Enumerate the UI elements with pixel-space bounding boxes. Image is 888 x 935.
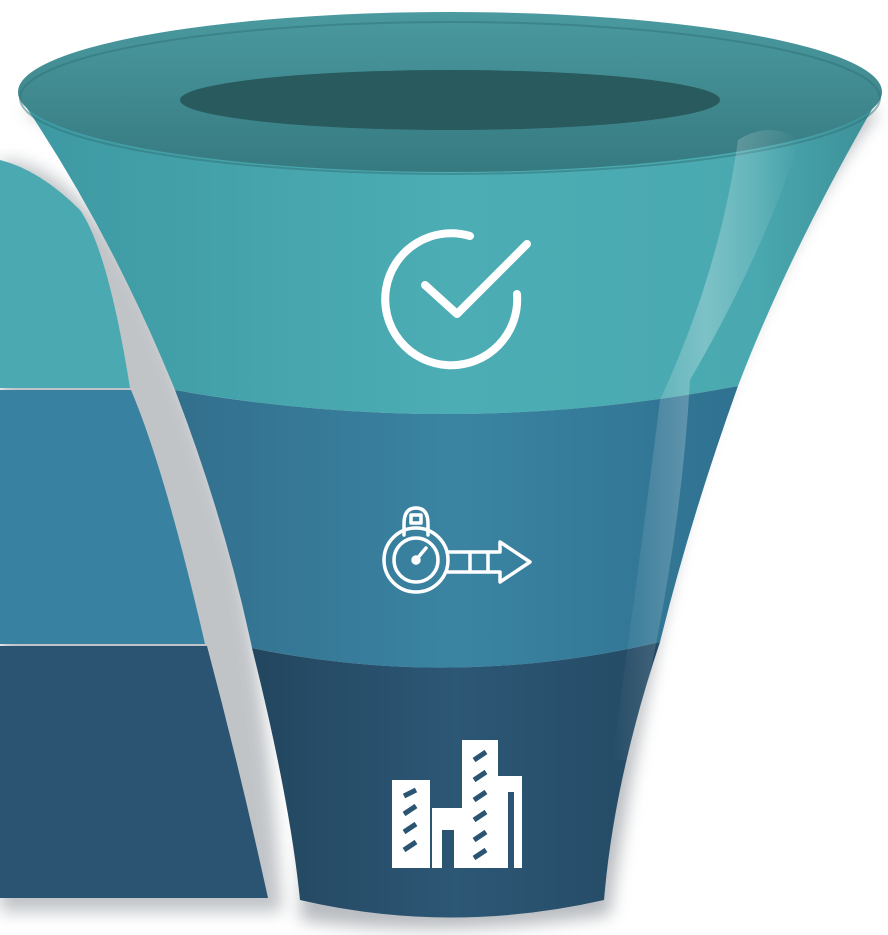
side-band-top [0,160,130,388]
side-band-bottom [0,646,268,898]
stage-icons [381,229,532,868]
funnel-opening [180,70,720,130]
funnel-stage-middle [175,386,738,668]
funnel-stage-top [18,92,882,415]
funnel-rim-edge [19,21,881,175]
check-circle-icon [381,229,531,370]
side-bands [0,160,282,912]
bar-chart-icon [392,740,522,868]
funnel-stage-bottom [252,642,660,918]
funnel-shine [612,130,800,760]
funnel-body [18,12,882,918]
stopwatch-arrow-icon [382,506,532,594]
side-band-middle [0,390,205,644]
